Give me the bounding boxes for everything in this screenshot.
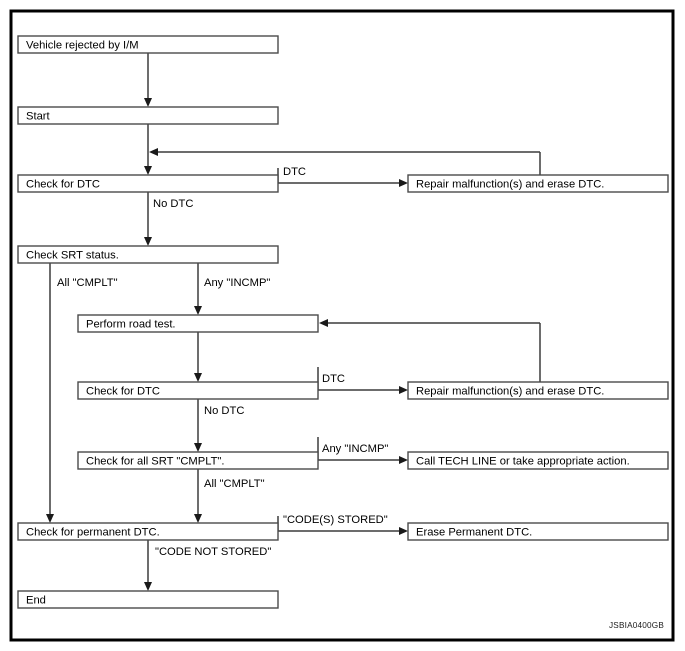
arrowhead-repair2-loop — [319, 319, 328, 327]
edge-label-codes-stored: "CODE(S) STORED" — [283, 514, 388, 526]
node-layer: Vehicle rejected by I/M Start Check for … — [17, 35, 669, 609]
edge-label-any-incmp-2: Any "INCMP" — [322, 443, 388, 455]
arrowhead-checkdtc1 — [144, 166, 152, 175]
node-repair-1-label: Repair malfunction(s) and erase DTC. — [416, 178, 604, 190]
node-check-permanent-dtc[interactable]: Check for permanent DTC. — [17, 522, 279, 541]
edge-label-no-dtc-1: No DTC — [153, 198, 193, 210]
figure-id-label: JSBIA0400GB — [609, 621, 664, 630]
arrowhead-repair2 — [399, 386, 408, 394]
arrowhead-repair1-loop — [149, 148, 158, 156]
arrowhead-srt — [144, 237, 152, 246]
node-check-all-srt-cmplt-label: Check for all SRT "CMPLT". — [86, 455, 225, 467]
node-start[interactable]: Start — [17, 106, 279, 125]
node-check-srt-status[interactable]: Check SRT status. — [17, 245, 279, 264]
node-perform-road-test[interactable]: Perform road test. — [77, 314, 319, 333]
node-vehicle-rejected-label: Vehicle rejected by I/M — [26, 39, 139, 51]
edge-label-any-incmp-1: Any "INCMP" — [204, 277, 270, 289]
node-perform-road-test-label: Perform road test. — [86, 318, 176, 330]
node-check-dtc-1[interactable]: Check for DTC — [17, 174, 279, 193]
node-end[interactable]: End — [17, 590, 279, 609]
edge-label-dtc-1: DTC — [283, 166, 306, 178]
node-vehicle-rejected[interactable]: Vehicle rejected by I/M — [17, 35, 279, 54]
arrowhead-repair1 — [399, 179, 408, 187]
arrowhead-roadtest — [194, 306, 202, 315]
edge-label-layer: DTC No DTC All "CMPLT" Any "INCMP" DTC N… — [57, 166, 388, 558]
node-check-dtc-2-label: Check for DTC — [86, 385, 160, 397]
node-call-tech-line[interactable]: Call TECH LINE or take appropriate actio… — [407, 451, 669, 470]
node-repair-2[interactable]: Repair malfunction(s) and erase DTC. — [407, 381, 669, 400]
edge-label-code-not-stored: "CODE NOT STORED" — [155, 546, 271, 558]
arrowhead-permanent-center — [194, 514, 202, 523]
arrowhead-start — [144, 98, 152, 107]
edge-label-dtc-2: DTC — [322, 373, 345, 385]
edge-label-no-dtc-2: No DTC — [204, 405, 244, 417]
node-check-srt-status-label: Check SRT status. — [26, 249, 119, 261]
arrowhead-end — [144, 582, 152, 591]
node-erase-permanent-dtc-label: Erase Permanent DTC. — [416, 526, 532, 538]
node-start-label: Start — [26, 110, 51, 122]
node-check-dtc-1-label: Check for DTC — [26, 178, 100, 190]
edge-label-all-cmplt-1: All "CMPLT" — [57, 277, 118, 289]
arrowhead-allsrt — [194, 443, 202, 452]
node-check-all-srt-cmplt[interactable]: Check for all SRT "CMPLT". — [77, 451, 319, 470]
arrowhead-permanent-left — [46, 514, 54, 523]
node-repair-1[interactable]: Repair malfunction(s) and erase DTC. — [407, 174, 669, 193]
node-repair-2-label: Repair malfunction(s) and erase DTC. — [416, 385, 604, 397]
edge-label-all-cmplt-2: All "CMPLT" — [204, 478, 265, 490]
node-end-label: End — [26, 594, 46, 606]
node-check-dtc-2[interactable]: Check for DTC — [77, 381, 319, 400]
arrowhead-techline — [399, 456, 408, 464]
node-call-tech-line-label: Call TECH LINE or take appropriate actio… — [416, 455, 630, 467]
arrowhead-checkdtc2 — [194, 373, 202, 382]
node-erase-permanent-dtc[interactable]: Erase Permanent DTC. — [407, 522, 669, 541]
node-check-permanent-dtc-label: Check for permanent DTC. — [26, 526, 160, 538]
arrowhead-erase — [399, 527, 408, 535]
figure-frame — [9, 9, 675, 642]
